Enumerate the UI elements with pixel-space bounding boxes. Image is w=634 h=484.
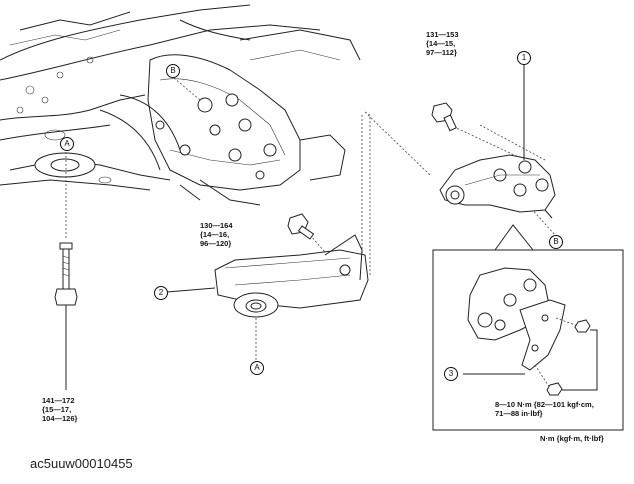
callout-a-bottom: A (250, 361, 264, 375)
torque-label-left: 141—172 {15—17, 104—126} (42, 396, 78, 423)
callout-3: 3 (444, 367, 458, 381)
long-bolt-left (54, 242, 78, 390)
engine-mount-part2 (166, 234, 369, 318)
bracket-part1 (439, 62, 556, 219)
image-id: ac5uuw00010455 (30, 456, 133, 471)
ref-line-b-top (173, 77, 201, 101)
torque-label-upper: 131—153 {14—15, 97—112} (426, 30, 459, 57)
detail-box (432, 224, 624, 431)
callout-a-top: A (60, 137, 74, 151)
ref-line-upper-bolt (449, 124, 526, 161)
units-legend: N·m {kgf·m, ft·lbf} (540, 434, 604, 443)
ref-line-mount-2 (364, 111, 371, 275)
ref-line-to-part1 (367, 114, 431, 176)
vehicle-body-illustration (0, 4, 361, 206)
callout-1: 1 (517, 51, 531, 65)
torque-label-middle: 130—164 {14—16, 96—120} (200, 221, 233, 248)
callout-2: 2 (154, 286, 168, 300)
upper-bolt (431, 102, 457, 132)
ref-line-mount (361, 115, 369, 276)
callout-b-top: B (166, 64, 180, 78)
ref-line-upper-bolt-2 (479, 124, 546, 161)
middle-bolt (287, 213, 315, 240)
callout-b-right: B (549, 235, 563, 249)
torque-label-bracket: 8—10 N·m {82—101 kgf·cm, 71—88 in·lbf} (495, 400, 594, 418)
